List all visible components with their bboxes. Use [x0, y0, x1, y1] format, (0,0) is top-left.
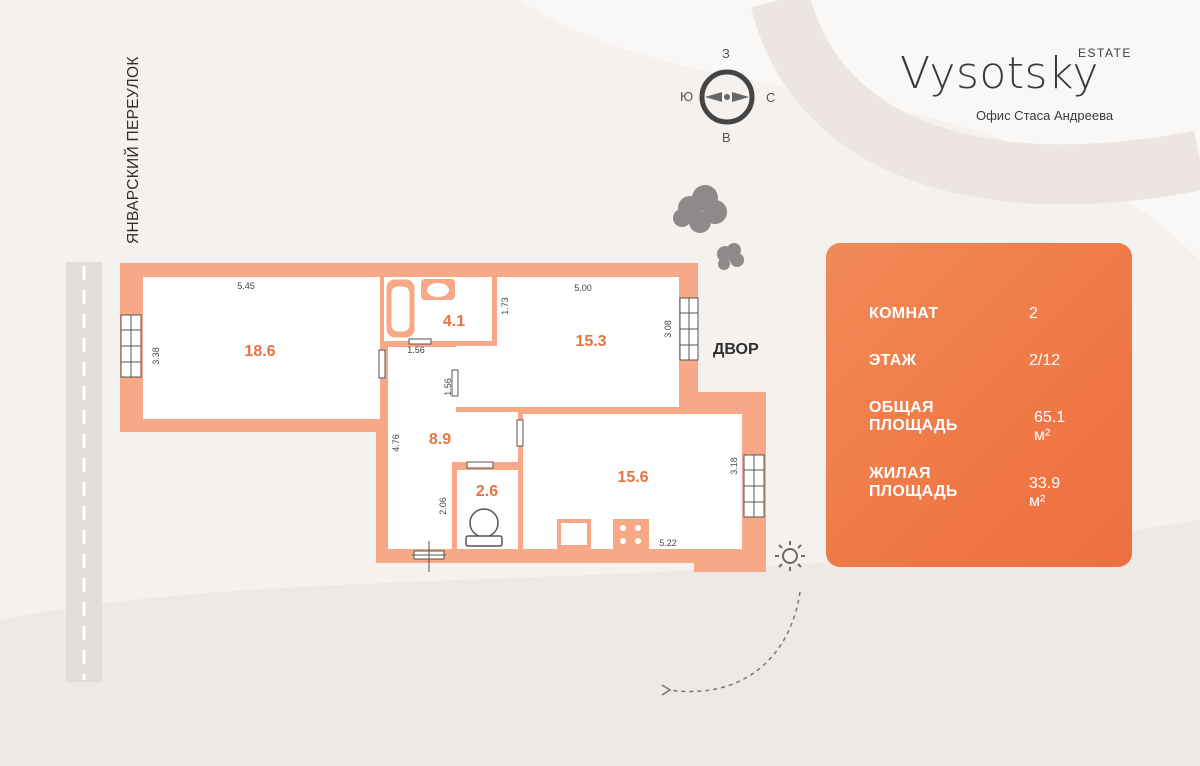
room-living [143, 277, 380, 419]
street-label: ЯНВАРСКИЙ ПЕРЕУЛОК [125, 56, 142, 244]
window-icon [120, 314, 142, 378]
sun-path [669, 591, 801, 693]
dim-bath-height: 1.73 [500, 297, 510, 315]
sun-path-arrow [661, 684, 672, 696]
compass-west-label: Ю [680, 89, 694, 104]
stove-icon [613, 519, 649, 549]
room-area-toilet: 2.6 [476, 483, 498, 500]
summary-card: КОМНАТ 2 ЭТАЖ 2/12 ОБЩАЯ ПЛОЩАДЬ 65.1 м²… [826, 243, 1132, 567]
dim-kitchen-height: 3.18 [729, 457, 739, 475]
dim-bedroom-width: 5.00 [574, 283, 592, 293]
summary-rooms-row: КОМНАТ 2 [869, 305, 1038, 323]
door-icon [378, 338, 524, 572]
summary-total-label-1: ОБЩАЯ [869, 399, 934, 416]
summary-total-value: 65.1 м² [1034, 409, 1066, 444]
brand-name: Vysotsky [900, 48, 1099, 99]
background-band [0, 520, 1200, 766]
bedroom-corner [456, 346, 497, 407]
dim-hall-top: 1.56 [407, 345, 425, 355]
compass-east-label: С [766, 90, 776, 105]
room-area-hallway: 8.9 [429, 431, 451, 448]
dim-living-height: 3.38 [151, 347, 161, 365]
compass-south-label: В [722, 130, 731, 145]
window-icon [679, 297, 699, 361]
background-swoosh [520, 0, 1200, 260]
sink-icon [421, 279, 455, 300]
room-area-living: 18.6 [244, 343, 275, 360]
yard-label: ДВОР [713, 341, 759, 358]
dim-hall-height: 4.76 [391, 434, 401, 452]
summary-total-row: ОБЩАЯ ПЛОЩАДЬ 65.1 м² [869, 399, 1065, 444]
kitchen-sink-icon [557, 519, 591, 549]
dim-kitchen-width: 5.22 [659, 538, 677, 548]
background-arc [750, 0, 1200, 205]
street-label-wrap: ЯНВАРСКИЙ ПЕРЕУЛОК [125, 22, 151, 248]
summary-rooms-label: КОМНАТ [869, 305, 939, 322]
window-icon [743, 454, 765, 518]
brand-logo: Vysotsky ESTATE Офис Стаса Андреева [900, 40, 1140, 123]
summary-total-label-2: ПЛОЩАДЬ [869, 417, 958, 434]
dim-bedroom-height: 3.08 [663, 320, 673, 338]
summary-living-label-1: ЖИЛАЯ [869, 465, 931, 482]
summary-rooms-value: 2 [1029, 305, 1038, 322]
bathtub-icon [386, 279, 415, 338]
room-area-bathroom: 4.1 [443, 313, 465, 330]
sun-icon [775, 541, 805, 571]
dim-living-width: 5.45 [237, 281, 255, 291]
tree-icon [673, 185, 727, 233]
brand-superscript: ESTATE [1078, 46, 1132, 60]
summary-floor-value: 2/12 [1029, 352, 1061, 369]
compass-north-label: З [722, 46, 730, 61]
room-area-kitchen: 15.6 [617, 469, 648, 486]
summary-living-value: 33.9 м² [1029, 475, 1061, 510]
summary-floor-label: ЭТАЖ [869, 352, 917, 369]
room-bedroom [497, 277, 679, 407]
compass-icon [699, 69, 755, 125]
room-area-bedroom: 15.3 [575, 333, 606, 350]
floor-plan: 18.6 4.1 15.3 8.9 2.6 15.6 5.45 3.38 1.7… [120, 263, 766, 572]
brand-subtitle: Офис Стаса Андреева [976, 108, 1114, 123]
bush-icon [717, 243, 744, 270]
room-hallway [388, 347, 518, 549]
summary-living-label-2: ПЛОЩАДЬ [869, 483, 958, 500]
summary-living-row: ЖИЛАЯ ПЛОЩАДЬ 33.9 м² [869, 465, 1060, 510]
summary-floor-row: ЭТАЖ 2/12 [869, 352, 1060, 370]
toilet-icon [465, 508, 503, 547]
dim-toilet-height: 2.06 [438, 497, 448, 515]
dim-hall-side: 1.56 [443, 378, 453, 396]
